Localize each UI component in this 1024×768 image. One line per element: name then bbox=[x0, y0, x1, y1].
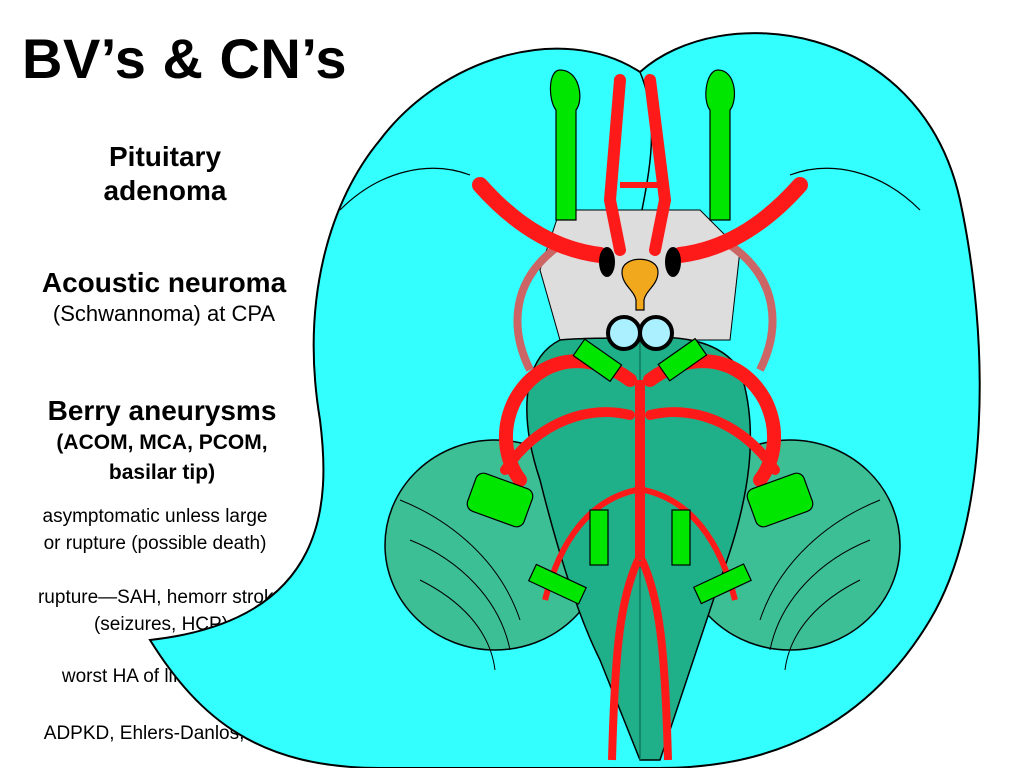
note-line: (seizures, HCP) bbox=[93, 614, 229, 635]
cranial-nerve bbox=[692, 563, 752, 605]
acoustic-detail: (Schwannoma) at CPA bbox=[52, 301, 276, 326]
cranial-nerve bbox=[466, 472, 534, 528]
anterior-cerebral-artery bbox=[603, 74, 626, 256]
cranial-nerve bbox=[746, 472, 814, 528]
cranial-nerve bbox=[589, 509, 609, 566]
cranial-nerve bbox=[527, 563, 587, 605]
middle-cerebral-artery-right bbox=[672, 177, 808, 263]
slide-title: BV’s & CN’s bbox=[22, 27, 347, 90]
cranial-nerve bbox=[671, 509, 691, 566]
mammillary-body-left bbox=[606, 315, 642, 351]
olfactory-nerve-right bbox=[705, 69, 736, 221]
berry-detail-2: basilar tip) bbox=[108, 461, 216, 484]
note-line: asymptomatic unless large bbox=[42, 506, 268, 527]
cranial-nerve bbox=[657, 337, 708, 382]
cranial-nerve bbox=[572, 338, 623, 383]
superior-cerebellar-artery bbox=[645, 407, 780, 475]
posterior-communicating-artery bbox=[513, 241, 563, 372]
note-rupture: rupture—SAH, hemorr stroke (seizures, HC… bbox=[0, 584, 322, 638]
olfactory-nerve-left bbox=[549, 69, 581, 221]
acoustic-heading: Acoustic neuroma bbox=[41, 267, 287, 298]
pituitary-stalk bbox=[621, 258, 659, 311]
note-line: or rupture (possible death) bbox=[43, 533, 267, 554]
mammillary-body-right bbox=[638, 315, 674, 351]
middle-cerebral-artery-left bbox=[472, 177, 608, 263]
pituitary-line1: Pituitary bbox=[108, 141, 222, 172]
vertebral-artery-right bbox=[638, 558, 672, 761]
internal-carotid-right bbox=[665, 247, 681, 277]
acoustic-neuroma-label: Acoustic neuroma (Schwannoma) at CPA bbox=[4, 266, 324, 328]
vertebral-artery-left bbox=[608, 558, 642, 761]
berry-detail-1: (ACOM, MCA, PCOM, bbox=[56, 431, 268, 454]
berry-heading: Berry aneurysms bbox=[47, 395, 277, 426]
posterior-communicating-artery bbox=[727, 241, 777, 372]
note-asymptomatic: asymptomatic unless large or rupture (po… bbox=[0, 503, 310, 557]
pituitary-line2: adenoma bbox=[103, 175, 227, 206]
superior-cerebellar-artery bbox=[500, 407, 635, 475]
note-line: rupture—SAH, hemorr stroke bbox=[37, 587, 285, 608]
internal-carotid-left bbox=[599, 247, 615, 277]
pituitary-adenoma-label: Pituitary adenoma bbox=[60, 140, 270, 208]
anterior-cerebral-artery bbox=[644, 74, 672, 256]
berry-aneurysm-label: Berry aneurysms (ACOM, MCA, PCOM, basila… bbox=[12, 394, 312, 488]
